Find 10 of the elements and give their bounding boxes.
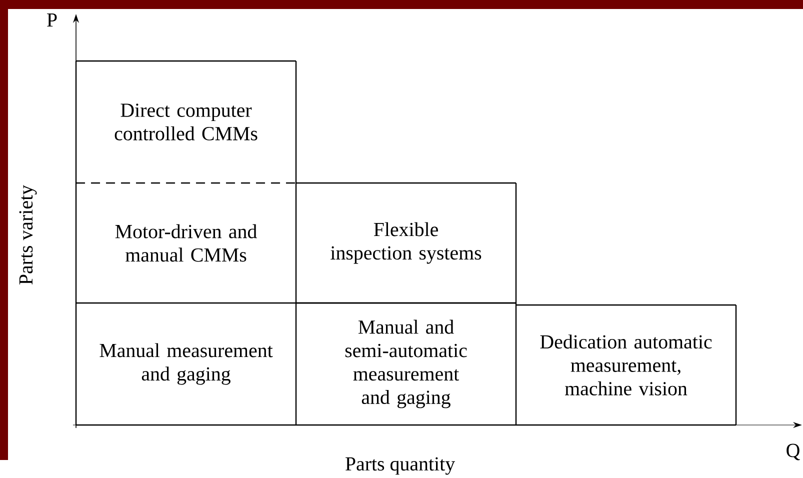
axis-title: Parts variety: [19, 184, 37, 284]
axis-label: P: [47, 13, 57, 27]
matrix-cell: Manual measurement and gaging: [75, 303, 297, 426]
matrix-cell: Manual and semi-automatic measurement and gaging: [296, 302, 517, 426]
matrix-cell: Flexible inspection systems: [296, 182, 517, 304]
matrix-cell: Motor-driven and manual CMMs: [75, 183, 297, 304]
axis-label: Q: [786, 444, 800, 460]
axis-title: Parts quantity: [346, 457, 455, 475]
matrix-cell: Dedication automatic measurement, machine vision: [516, 304, 737, 426]
matrix-cell: Direct computer controlled CMMs: [75, 60, 297, 184]
